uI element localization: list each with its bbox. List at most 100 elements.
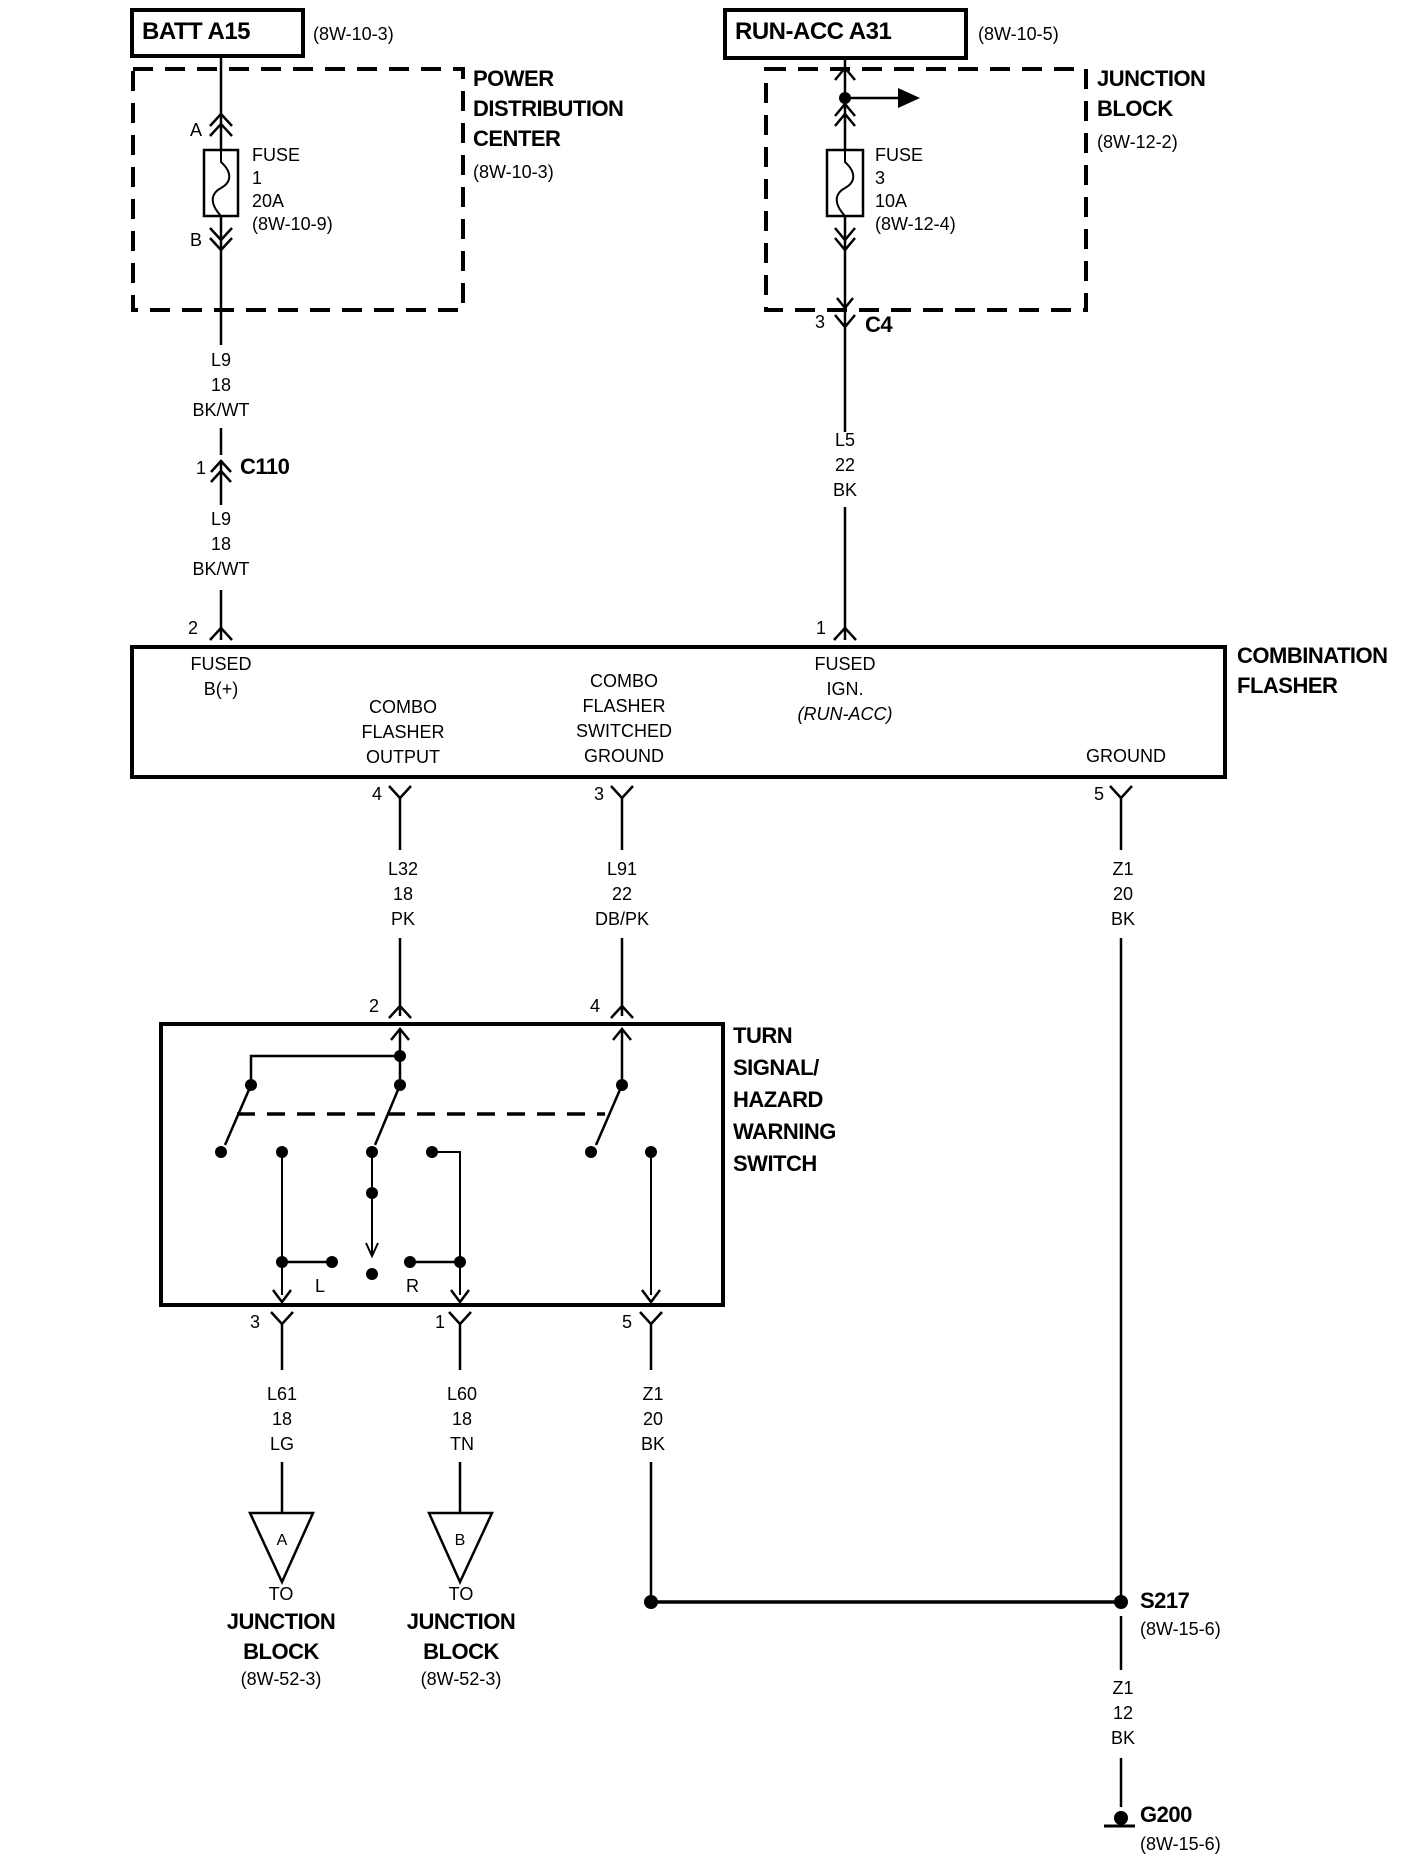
switch-center-arrow-icon — [365, 1242, 379, 1259]
switch-pin-1-number: 1 — [435, 1312, 446, 1332]
offpage-connector-a-icon[interactable] — [248, 1511, 315, 1586]
wire-circuit: Z1 — [642, 1384, 664, 1404]
wire-l91-label: L91 22 DB/PK — [595, 857, 649, 932]
flasher-fused-ign-label: FUSED IGN. (RUN-ACC) — [798, 652, 893, 727]
ground-g200-name: G200 — [1140, 1802, 1192, 1827]
wire-circuit: Z1 — [1112, 1678, 1134, 1698]
wire-color: BK/WT — [192, 400, 250, 420]
c4-inner-connector-icon — [836, 297, 854, 311]
wire-circuit: L60 — [446, 1384, 478, 1404]
turn-signal-switch-box[interactable] — [159, 1022, 725, 1307]
wire-gauge: 12 — [1112, 1703, 1134, 1723]
ground-g200-icon[interactable] — [1114, 1811, 1128, 1825]
switch-pin-5-connector-icon — [639, 1311, 663, 1326]
switch-out-3-arrow-icon — [272, 1289, 292, 1305]
flasher-label-line: COMBO — [368, 697, 437, 717]
pdc-title-line: POWER — [473, 66, 554, 91]
flasher-label-line: FUSED — [190, 654, 252, 674]
switch-bus-2-branch — [249, 1054, 400, 1085]
switch-out-1-arrow-icon — [450, 1289, 470, 1305]
fuse-3-title: FUSE — [875, 145, 924, 165]
c110-pin: 1 — [196, 458, 207, 478]
fuse-1-title: FUSE — [252, 145, 301, 165]
flasher-label-line: GROUND — [584, 746, 664, 766]
flasher-label-line: (RUN-ACC) — [797, 704, 893, 724]
fuse-3-label: FUSE 3 10A (8W-12-4) — [875, 144, 956, 236]
combination-flasher-box[interactable] — [130, 645, 1227, 779]
flasher-combo-output-label: COMBO FLASHER OUTPUT — [361, 695, 444, 770]
junction-block-ref: (8W-12-2) — [1097, 132, 1178, 152]
wire-z1-flasher-label: Z1 20 BK — [1111, 857, 1135, 932]
power-distribution-center-outline — [131, 67, 465, 312]
offpage-to: TO — [448, 1584, 474, 1604]
c110-name: C110 — [240, 454, 290, 479]
wire-circuit: Z1 — [1112, 859, 1134, 879]
flasher-label-line: SWITCHED — [576, 721, 672, 741]
switch-title-line: HAZARD — [733, 1087, 823, 1112]
run-acc-a31-label: RUN-ACC A31 — [735, 18, 892, 45]
switch-blade-right[interactable] — [594, 1084, 624, 1146]
switch-contact-l-label: L — [315, 1276, 326, 1296]
wire-circuit: L5 — [834, 430, 856, 450]
flasher-title-line: COMBINATION — [1237, 643, 1388, 668]
wire-color: BK — [832, 480, 858, 500]
flasher-pin-4-number: 4 — [372, 784, 383, 804]
wire-circuit: L32 — [387, 859, 419, 879]
fuse-3-rating: 10A — [875, 191, 908, 211]
wire-l61-label: L61 18 LG — [267, 1382, 297, 1457]
flasher-label-line: FLASHER — [361, 722, 445, 742]
junction-block-title-line: JUNCTION — [1097, 66, 1206, 91]
wire-color: BK — [1110, 1728, 1136, 1748]
fuse-1-number: 1 — [252, 168, 263, 188]
turn-signal-switch-title: TURN SIGNAL/ HAZARD WARNING SWITCH — [733, 1020, 836, 1180]
pdc-title-line: CENTER — [473, 126, 561, 151]
flasher-pin-1-connector-icon — [833, 626, 857, 641]
wire-gauge: 18 — [210, 534, 232, 554]
batt-a15-box[interactable] — [130, 8, 305, 58]
switch-title-line: SIGNAL/ — [733, 1055, 819, 1080]
batt-a15-ref: (8W-10-3) — [313, 24, 394, 44]
c4-name: C4 — [865, 312, 893, 337]
c4-connector-icon — [834, 314, 856, 329]
pdc-pin-b-label: B — [190, 230, 203, 250]
flasher-switched-ground-label: COMBO FLASHER SWITCHED GROUND — [576, 669, 672, 769]
splice-s217-ref: (8W-15-6) — [1140, 1619, 1221, 1639]
wire-l32-label: L32 18 PK — [388, 857, 418, 932]
flasher-pin-3-connector-icon — [610, 785, 634, 800]
splice-s217-dot[interactable] — [1114, 1595, 1128, 1609]
pdc-pin-a-connector-icon — [209, 112, 233, 137]
junction-block-title: JUNCTION BLOCK — [1097, 64, 1206, 124]
offpage-connector-b-icon[interactable] — [427, 1511, 494, 1586]
offpage-dest-line: JUNCTION — [226, 1609, 336, 1634]
fuse-3-number: 3 — [875, 168, 886, 188]
offpage-ref: (8W-52-3) — [420, 1669, 502, 1689]
fuse-1-ref: (8W-10-9) — [252, 214, 333, 234]
flasher-label-line: OUTPUT — [366, 747, 440, 767]
offpage-b-letter: B — [454, 1532, 466, 1549]
switch-title-line: SWITCH — [733, 1151, 817, 1176]
splice-s217-name: S217 — [1140, 1588, 1190, 1613]
wire-circuit: L91 — [606, 859, 638, 879]
wire-color: PK — [390, 909, 416, 929]
flasher-label-line: FUSED — [814, 654, 876, 674]
wire-gauge: 22 — [611, 884, 633, 904]
wire-gauge: 18 — [392, 884, 414, 904]
pdc-pin-b-connector-icon — [209, 227, 233, 252]
wire-color: BK — [1110, 909, 1136, 929]
offpage-dest-line: BLOCK — [243, 1639, 319, 1664]
c4-pin: 3 — [815, 312, 826, 332]
flasher-pin-2-connector-icon — [209, 626, 233, 641]
wire-l5-label: L5 22 BK — [833, 428, 857, 503]
fuse-1-element — [211, 150, 231, 217]
wire-l60-label: L60 18 TN — [447, 1382, 477, 1457]
fuse-3-element — [835, 150, 855, 217]
pdc-ref: (8W-10-3) — [473, 162, 554, 182]
wire-color: TN — [449, 1434, 474, 1454]
wire-gauge: 22 — [834, 455, 856, 475]
wire-z1-switch-label: Z1 20 BK — [641, 1382, 665, 1457]
flasher-pin-1-number: 1 — [816, 618, 827, 638]
switch-contact — [366, 1187, 378, 1199]
switch-contact — [454, 1256, 466, 1268]
flasher-pin-5-number: 5 — [1094, 784, 1105, 804]
wire-gauge: 18 — [271, 1409, 293, 1429]
